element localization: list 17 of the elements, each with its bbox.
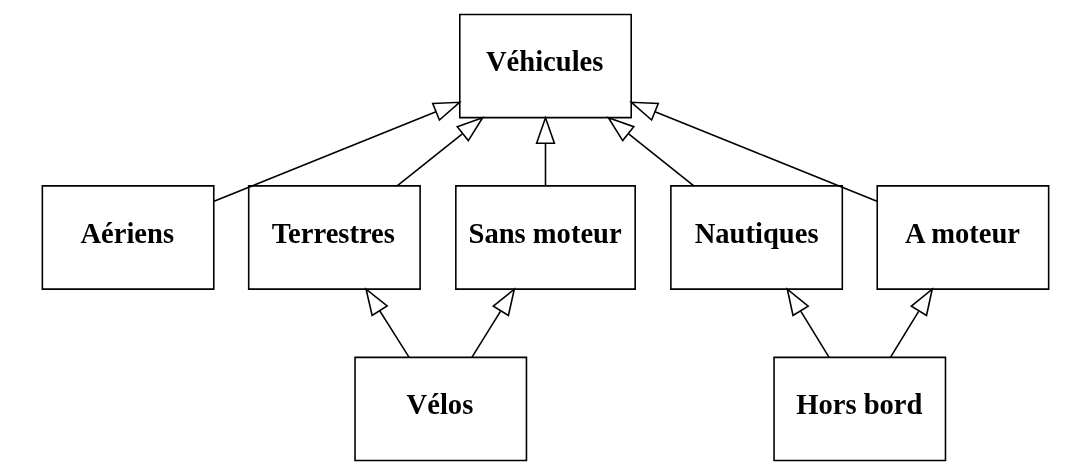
- arrow: [628, 101, 878, 203]
- node-box: Véhicules: [458, 13, 632, 119]
- node-box: Nautiques: [669, 185, 843, 290]
- arrow: [212, 101, 462, 203]
- arrow: [364, 287, 410, 359]
- node-box: Sans moteur: [454, 185, 636, 290]
- node-box: Aériens: [41, 185, 215, 290]
- node-box: Hors bord: [772, 356, 946, 462]
- node-box: A moteur: [875, 185, 1049, 290]
- arrow: [470, 287, 516, 359]
- arrow: [535, 115, 555, 187]
- arrow: [889, 287, 933, 359]
- node-box: Vélos: [353, 356, 527, 462]
- node-box: Terrestres: [247, 185, 421, 290]
- arrow: [785, 287, 830, 359]
- arrow: [606, 116, 695, 187]
- arrow: [395, 116, 484, 187]
